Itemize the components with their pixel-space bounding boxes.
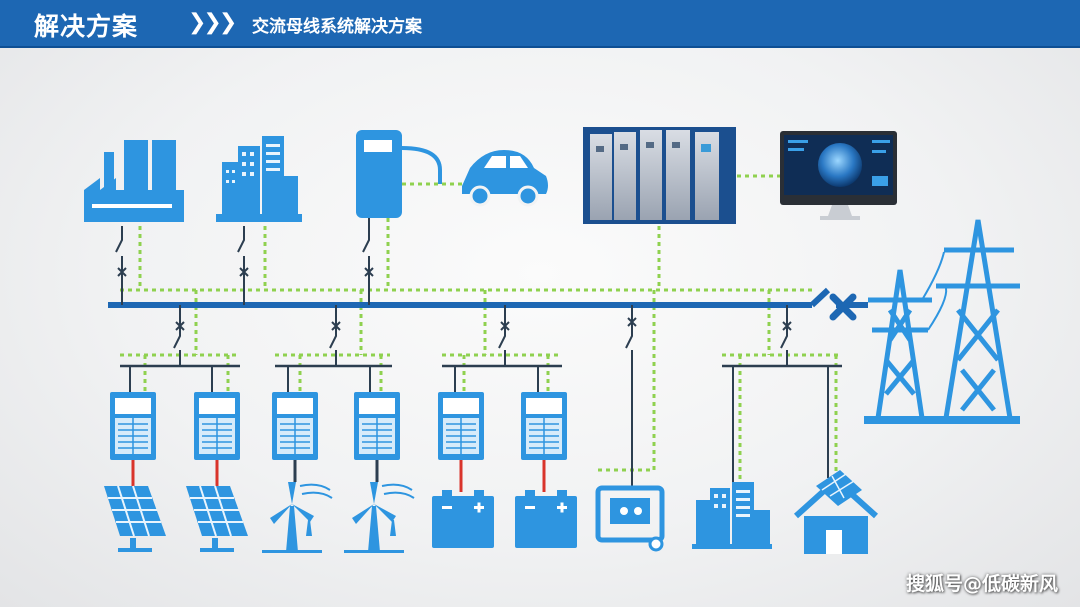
city-buildings-icon xyxy=(216,136,302,222)
factory-icon xyxy=(84,140,184,222)
battery-icon xyxy=(515,490,577,548)
generator-icon xyxy=(595,485,665,552)
grid-breaker-icon xyxy=(829,293,857,321)
top-feeders xyxy=(115,218,374,305)
page-title: 解决方案 xyxy=(34,12,139,41)
city-buildings-icon xyxy=(692,482,772,549)
page-subtitle: 交流母线系统解决方案 xyxy=(252,17,422,37)
chevron-icon: ❯❯❯ xyxy=(188,10,237,35)
charging-station-icon xyxy=(356,130,442,218)
inverter-icon xyxy=(272,392,318,460)
inverter-icon xyxy=(521,392,567,460)
ac-bus xyxy=(108,287,868,321)
dc-links xyxy=(131,460,546,492)
house-solar-icon xyxy=(793,470,879,554)
solar-panel-icon xyxy=(104,485,166,552)
down-feeders xyxy=(120,305,842,488)
communication-lines xyxy=(120,174,840,488)
header-bar: 解决方案 ❯❯❯ 交流母线系统解决方案 xyxy=(0,0,1080,48)
transmission-tower-icon xyxy=(868,219,1020,419)
inverter-icon xyxy=(194,392,240,460)
inverter-icon xyxy=(354,392,400,460)
wind-turbine-icon xyxy=(262,482,333,553)
inverter-icon xyxy=(438,392,484,460)
solar-panel-icon xyxy=(186,485,248,552)
battery-icon xyxy=(432,490,494,548)
electric-car-icon xyxy=(462,150,548,207)
inverters xyxy=(110,392,567,460)
wind-turbine-icon xyxy=(344,482,415,553)
monitor-screen-icon xyxy=(780,131,897,220)
watermark: 搜狐号@低碳新风 xyxy=(905,573,1058,595)
tower-base xyxy=(864,416,1020,424)
server-cabinet-icon xyxy=(583,127,736,224)
inverter-icon xyxy=(110,392,156,460)
